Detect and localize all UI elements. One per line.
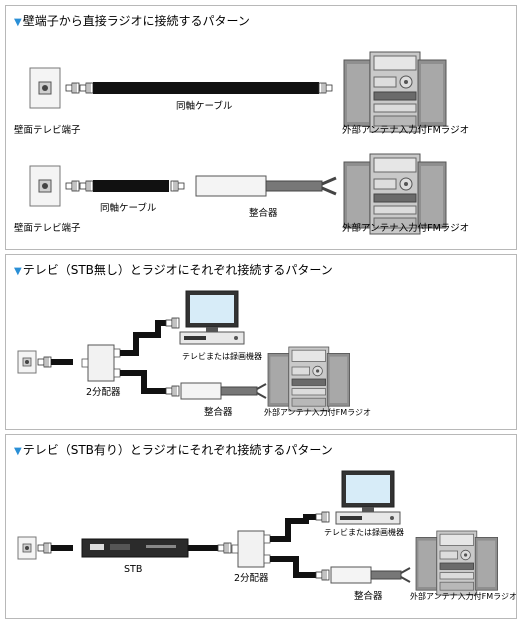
splitter-label: 2分配器 [86, 387, 121, 398]
stb-label: STB [124, 564, 142, 575]
radio-label: 外部アンテナ入力付FMラジオ [264, 407, 371, 417]
triangle-marker-icon: ▼ [14, 266, 22, 277]
matcher-icon [330, 566, 372, 584]
wall-outlet-icon [29, 67, 61, 109]
connector-icon [37, 542, 52, 554]
radio-label: 外部アンテナ入力付FMラジオ [410, 591, 516, 601]
coax-cable [93, 82, 319, 94]
tv-label: テレビまたは録画機器 [182, 351, 262, 361]
connector-icon [65, 82, 80, 94]
splitter-icon [231, 530, 271, 568]
coax-cable [188, 545, 218, 551]
connector-icon [217, 542, 232, 554]
radio-label: 外部アンテナ入力付FMラジオ [342, 222, 469, 234]
splitter-label: 2分配器 [234, 573, 269, 584]
wall-outlet-icon [17, 536, 37, 560]
coax-cable [51, 545, 73, 551]
matcher-label: 整合器 [249, 207, 278, 219]
wall-outlet-label: 壁面テレビ端子 [14, 222, 81, 234]
pattern-direct-panel: ▼壁端子から直接ラジオに接続するパターン 同軸ケーブル 壁面テレビ端子 外部アン… [5, 5, 517, 250]
matcher-label: 整合器 [204, 406, 233, 418]
connector-icon [37, 356, 52, 368]
coax-cable [120, 320, 168, 356]
tv-icon [179, 290, 245, 345]
connector-icon [165, 317, 180, 329]
matcher-icon [180, 382, 222, 400]
connector-icon [79, 180, 94, 192]
connector-icon [165, 385, 180, 397]
tv-icon [335, 470, 401, 525]
coax-cable [270, 556, 316, 578]
radio-icon [415, 530, 499, 596]
triangle-marker-icon: ▼ [14, 446, 22, 457]
panel-title-text: テレビ（STB無し）とラジオにそれぞれ接続するパターン [22, 263, 333, 277]
matcher-label: 整合器 [354, 590, 383, 602]
connector-icon [315, 511, 330, 523]
feeder-wire [220, 386, 258, 396]
feeder-wire-ends [256, 383, 267, 399]
matcher-icon [195, 175, 267, 197]
triangle-marker-icon: ▼ [14, 17, 22, 28]
panel-title: ▼壁端子から直接ラジオに接続するパターン [14, 12, 250, 29]
connector-icon [318, 82, 333, 94]
feeder-wire [265, 180, 323, 192]
radio-label: 外部アンテナ入力付FMラジオ [342, 124, 469, 136]
splitter-icon [81, 344, 121, 382]
wall-outlet-icon [17, 350, 37, 374]
radio-icon [343, 153, 447, 235]
radio-icon [343, 51, 447, 133]
panel-title: ▼テレビ（STB無し）とラジオにそれぞれ接続するパターン [14, 261, 333, 278]
panel-title-text: テレビ（STB有り）とラジオにそれぞれ接続するパターン [22, 443, 333, 457]
coax-cable [51, 359, 73, 365]
coax-cable-label: 同軸ケーブル [100, 202, 157, 214]
coax-cable-label: 同軸ケーブル [176, 100, 233, 112]
coax-cable [93, 180, 169, 192]
tv-label: テレビまたは録画機器 [324, 527, 404, 537]
pattern-tv-no-stb-panel: ▼テレビ（STB無し）とラジオにそれぞれ接続するパターン テレビまたは録画機器 … [5, 254, 517, 430]
connector-icon [79, 82, 94, 94]
connector-icon [315, 569, 330, 581]
connector-icon [170, 180, 185, 192]
pattern-tv-with-stb-panel: ▼テレビ（STB有り）とラジオにそれぞれ接続するパターン STB テレビまたは録… [5, 434, 517, 619]
panel-title-text: 壁端子から直接ラジオに接続するパターン [22, 14, 250, 28]
feeder-wire-ends [321, 176, 337, 196]
connector-icon [65, 180, 80, 192]
coax-cable [270, 514, 318, 542]
radio-icon [267, 346, 351, 412]
feeder-wire [370, 570, 402, 580]
panel-title: ▼テレビ（STB有り）とラジオにそれぞれ接続するパターン [14, 441, 333, 458]
wall-outlet-icon [29, 165, 61, 207]
wall-outlet-label: 壁面テレビ端子 [14, 124, 81, 136]
feeder-wire-ends [400, 567, 411, 583]
coax-cable [120, 370, 166, 394]
